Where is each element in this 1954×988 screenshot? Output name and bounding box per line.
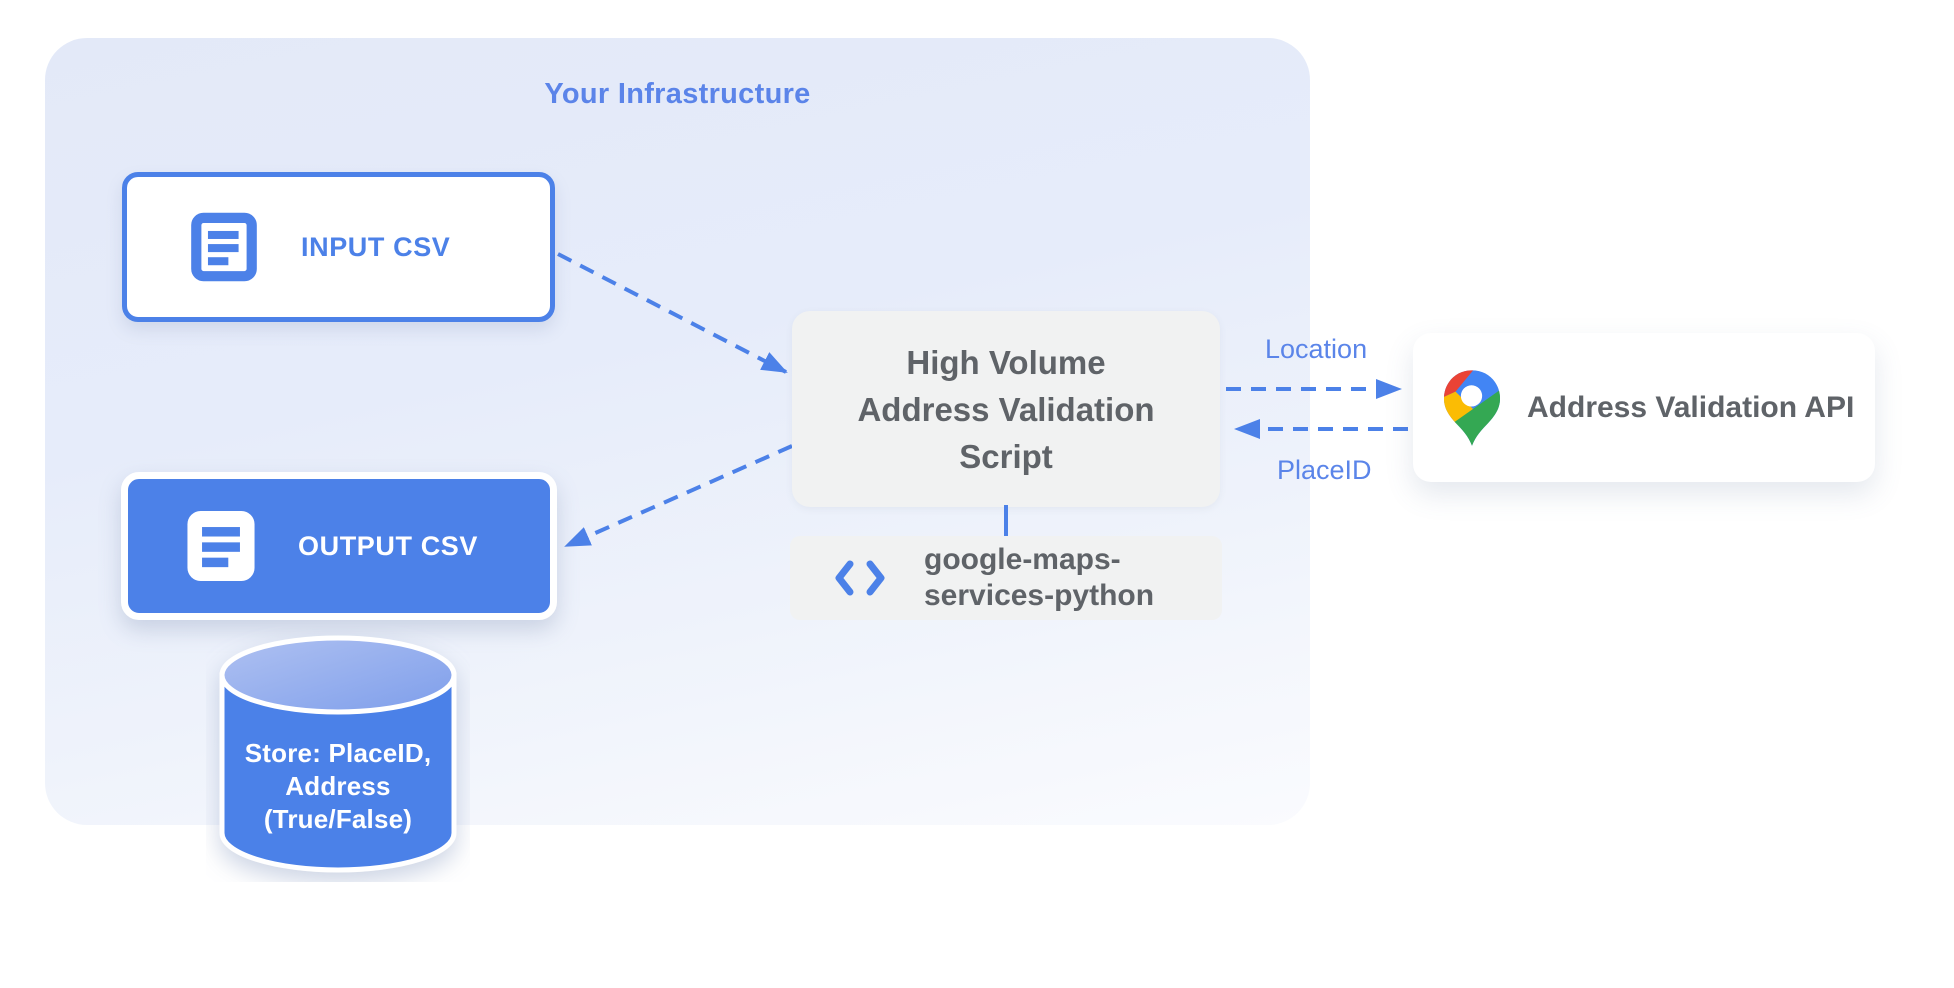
datastore-label: Store: PlaceID, Address (True/False) <box>206 737 470 836</box>
datastore-line: Address <box>285 771 391 801</box>
edge-label-placeid: PlaceID <box>1277 455 1372 485</box>
api-label: Address Validation API <box>1527 390 1855 424</box>
library-node: google-maps- services-python <box>790 536 1222 620</box>
document-icon <box>191 212 257 282</box>
database-cylinder-icon <box>219 635 457 873</box>
script-title-line: Address Validation <box>857 390 1155 428</box>
library-label: google-maps- services-python <box>924 542 1154 614</box>
script-title-line: Script <box>959 437 1053 475</box>
datastore-line: (True/False) <box>263 804 413 834</box>
output-csv-label: OUTPUT CSV <box>298 530 479 561</box>
script-title-line: High Volume <box>906 343 1106 381</box>
script-library-connector <box>1004 505 1008 538</box>
code-icon <box>835 560 885 596</box>
infrastructure-title: Your Infrastructure <box>544 78 811 110</box>
edge-label-location: Location <box>1265 334 1368 364</box>
datastore-line: Store: PlaceID, <box>244 738 432 768</box>
api-node: Address Validation API <box>1413 333 1875 482</box>
output-csv-node: OUTPUT CSV <box>121 472 557 620</box>
script-node: High Volume Address Validation Script <box>792 311 1220 507</box>
library-label-line: google-maps- <box>924 543 1121 576</box>
document-icon <box>187 511 255 581</box>
library-label-line: services-python <box>924 579 1155 612</box>
google-maps-pin-icon <box>1443 369 1501 446</box>
input-csv-label: INPUT CSV <box>301 231 451 262</box>
input-csv-node: INPUT CSV <box>122 172 555 322</box>
